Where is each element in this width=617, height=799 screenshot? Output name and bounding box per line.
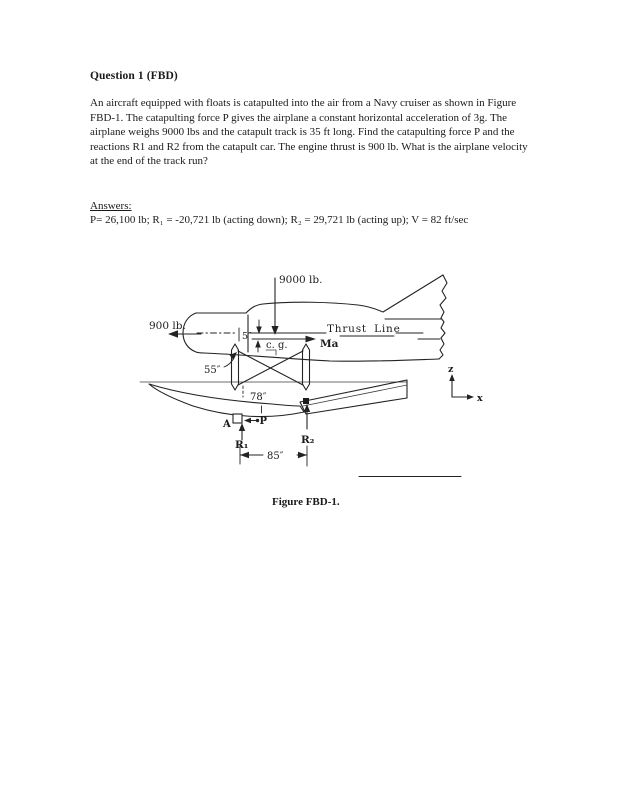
axis-z-label: z xyxy=(448,364,454,375)
float-pontoon xyxy=(148,379,408,418)
dim-85in xyxy=(239,444,308,467)
force-p-label: P xyxy=(260,416,268,427)
question-title: Question 1 (FBD) xyxy=(90,70,178,82)
inertia-force-arrow xyxy=(305,335,316,343)
thrust-line-label: Thrust Line xyxy=(327,323,401,335)
dim-85in-label: 85″ xyxy=(267,451,284,462)
r2-label: R₂ xyxy=(301,434,315,446)
reaction-r2-arrow xyxy=(303,404,311,430)
aircraft-fuselage xyxy=(182,274,448,362)
engine-thrust-label: 900 lb. xyxy=(149,320,186,332)
weight-label: 9000 lb. xyxy=(279,274,322,286)
dim-78in-label: 78″ xyxy=(250,392,267,403)
weight-force-arrow xyxy=(271,277,279,335)
cg-label: c. g. xyxy=(266,340,288,351)
coordinate-axes xyxy=(449,374,474,400)
strut-assembly xyxy=(230,343,311,391)
inertia-label: Ma xyxy=(320,338,339,350)
point-a-label: A xyxy=(222,419,231,430)
dim-5in-label: 5″ xyxy=(242,331,252,342)
reaction-r1-arrow xyxy=(238,423,246,441)
answers-text: P= 26,100 lb; R₁ = -20,721 lb (acting do… xyxy=(90,214,469,226)
answers-heading: Answers: xyxy=(90,200,132,212)
force-p-arrow xyxy=(244,405,262,424)
cg-level-line xyxy=(251,338,308,356)
thrust-line xyxy=(249,332,424,337)
question-paragraph: An aircraft equipped with floats is cata… xyxy=(90,97,528,168)
engine-thrust-arrow xyxy=(168,330,202,338)
dim-5in xyxy=(238,319,262,353)
r1-label: R₁ xyxy=(235,439,248,451)
catapult-point-a xyxy=(232,413,243,424)
dim-55in xyxy=(223,352,237,368)
rear-strut xyxy=(301,343,311,391)
dim-55in-label: 55″ xyxy=(204,365,221,376)
front-strut xyxy=(230,343,240,391)
fbd-figure: 9000 lb. 900 lb. Thrust Line Ma c. g. xyxy=(139,274,483,478)
figure-caption: Figure FBD-1. xyxy=(272,496,340,508)
float-step-block xyxy=(303,398,309,404)
x-brace xyxy=(237,350,304,386)
axis-x-label: x xyxy=(477,393,483,404)
